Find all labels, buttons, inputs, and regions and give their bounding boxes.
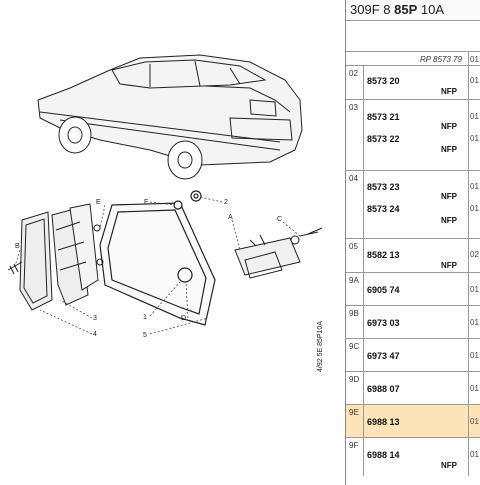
seal-strips [19,203,104,311]
model-code-suffix: 10A [420,2,445,17]
part-ref[interactable]: 6988 13 [367,417,400,427]
part-ref[interactable]: 8573 23 [367,182,400,192]
label-c: C [277,216,282,223]
parts-list-subheader [346,21,480,52]
group-code: 9D [346,372,364,404]
part-ref[interactable]: 6988 14 [367,450,400,460]
group-code: 9C [346,339,364,371]
qty: 01 [470,351,479,360]
qty: 01 [470,182,479,191]
qty: 01 [470,450,479,459]
qty: 01 [470,204,479,213]
parts-row-9a[interactable]: 9A 6905 74 01 [346,273,480,306]
label-4: 4 [93,331,97,338]
group-code: 9F [346,438,364,476]
quarter-window [99,190,216,326]
model-code: 309F 8 [350,2,391,17]
parts-row-9c[interactable]: 9C 6973 47 01 [346,339,480,372]
parts-row-9b[interactable]: 9B 6973 03 01 [346,306,480,339]
window-lock-mechanism [234,227,323,279]
label-1: 1 [143,314,147,321]
parts-row-9d[interactable]: 9D 6988 07 01 [346,372,480,405]
nfp-badge: NFP [441,122,457,131]
parts-row-02[interactable]: 02 8573 20 NFP 01 [346,66,480,100]
drawing-code: 4/92 5E 85P10A [317,321,324,372]
group-code: 03 [346,100,364,170]
part-ref[interactable]: 8573 20 [367,76,400,86]
qty: 01 [470,112,479,121]
nfp-badge: NFP [441,87,457,96]
qty: 01 [470,55,479,64]
label-5: 5 [143,332,147,339]
nfp-badge: NFP [441,461,457,470]
label-d: D [181,315,186,322]
qty: 01 [470,384,479,393]
label-f: F [144,199,148,206]
parts-row-04[interactable]: 04 8573 23 NFP 01 8573 24 NFP 01 [346,171,480,239]
part-ref[interactable]: 6905 74 [367,285,400,295]
part-ref[interactable]: 8573 21 [367,112,400,122]
group-code: 9A [346,273,364,305]
parts-row-03[interactable]: 03 8573 21 NFP 01 8573 22 NFP 01 [346,100,480,171]
qty: 01 [470,318,479,327]
qty: 01 [470,76,479,85]
part-ref[interactable]: 6973 03 [367,318,400,328]
nfp-badge: NFP [441,216,457,225]
nfp-badge: NFP [441,192,457,201]
label-3: 3 [93,315,97,322]
label-2: 2 [224,199,228,206]
parts-list-panel: 309F 8 85P 10A RP 8573 79 01 02 8573 20 … [345,0,480,485]
parts-diagram: F 2 A C E B 1 D 3 4 5 4/92 5E 85P10A [7,54,324,372]
group-code: 05 [346,239,364,272]
car-illustration [37,54,303,180]
model-code-bold: 85P [394,2,418,17]
part-ref[interactable]: 8573 24 [367,204,400,214]
group-code: 02 [346,66,364,99]
part-ref[interactable]: 6973 47 [367,351,400,361]
leader-lines [14,196,301,335]
nfp-badge: NFP [441,145,457,154]
replacement-ref: RP 8573 79 [420,55,462,64]
parts-row-top[interactable]: RP 8573 79 01 [346,52,480,66]
qty: 01 [470,134,479,143]
qty: 01 [470,417,479,426]
exploded-view-drawing: F 2 A C E B 1 D 3 4 5 4/92 5E 85P10A [7,54,324,372]
label-b: B [15,243,20,250]
parts-row-05[interactable]: 05 8582 13 NFP 02 [346,239,480,273]
qty: 02 [470,250,479,259]
group-code: 9E [346,405,364,437]
qty: 01 [470,285,479,294]
parts-row-9e-selected[interactable]: 9E 6988 13 01 [346,405,480,438]
part-ref[interactable]: 8573 22 [367,134,400,144]
model-header: 309F 8 85P 10A [346,0,480,21]
label-e: E [96,199,101,206]
part-ref[interactable]: 8582 13 [367,250,400,260]
screw-b [7,261,23,275]
part-ref[interactable]: 6988 07 [367,384,400,394]
nfp-badge: NFP [441,261,457,270]
group-code: 04 [346,171,364,238]
label-a: A [228,214,233,221]
parts-row-9f[interactable]: 9F 6988 14 NFP 01 [346,438,480,476]
group-code: 9B [346,306,364,338]
